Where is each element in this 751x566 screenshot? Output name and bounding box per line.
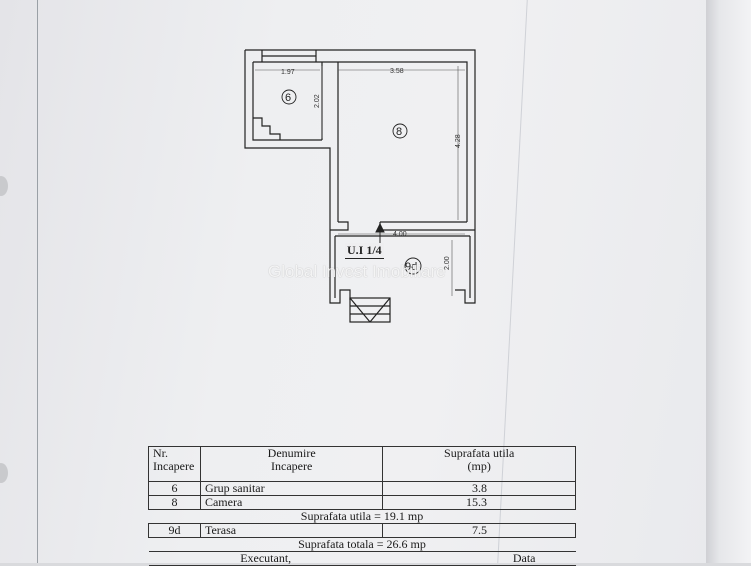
terrace-wall-right (455, 230, 476, 304)
dim-room6-width: 1.97 (281, 69, 295, 76)
row-name: Camera (199, 495, 384, 510)
row-area: 7.5 (382, 523, 576, 538)
entry-steps (349, 297, 391, 323)
usable-total-row: Suprafata utila = 19.1 mp (148, 509, 576, 524)
table-row: 9d Terasa 7.5 (148, 523, 576, 538)
dim-room6-height: 2.02 (314, 94, 321, 108)
inner-wall-room6 (252, 62, 322, 141)
inner-wall-room8 (253, 61, 468, 222)
entry-arrow (375, 222, 385, 244)
room-area-table: Nr. Incapere Denumire Incapere Suprafata… (148, 446, 576, 566)
header-nr: Nr. Incapere (148, 446, 201, 482)
room-6-number: 6 (285, 92, 291, 104)
room-8-number: 8 (396, 126, 402, 138)
table-row: 6 Grup sanitar 3.8 (148, 481, 576, 496)
row-name: Grup sanitar (199, 481, 384, 496)
table-header-row: Nr. Incapere Denumire Incapere Suprafata… (148, 446, 576, 482)
wall-door-left (330, 221, 349, 231)
date-label: Data (382, 551, 576, 566)
usable-total: Suprafata utila = 19.1 mp (148, 509, 576, 524)
grand-total-row: Suprafata totala = 26.6 mp (148, 537, 576, 552)
dim-terrace-width: 4.00 (393, 231, 407, 238)
row-area: 15.3 (382, 495, 576, 510)
watermark: Global Invest Imobiliare (268, 262, 446, 281)
outer-wall-top-right (245, 49, 476, 230)
dim-room8-width: 3.58 (390, 68, 404, 75)
dim-terrace-height: 2.00 (444, 256, 451, 270)
header-area: Suprafata utila (mp) (382, 446, 576, 482)
terrace-wall-left (329, 230, 351, 304)
next-page-edge (706, 0, 751, 563)
row-name: Terasa (199, 523, 384, 538)
row-nr: 6 (148, 481, 201, 496)
terrace-number: 9d (405, 261, 417, 273)
unit-label: U.I 1/4 (345, 243, 384, 259)
header-name: Denumire Incapere (199, 446, 384, 482)
row-nr: 9d (148, 523, 201, 538)
outer-wall-left (244, 50, 331, 230)
punch-hole-bottom (0, 463, 8, 483)
margin-line (37, 0, 38, 563)
row-nr: 8 (148, 495, 201, 510)
dim-room8-height: 4.28 (455, 134, 462, 148)
grand-total: Suprafata totala = 26.6 mp (148, 537, 576, 552)
row-area: 3.8 (382, 481, 576, 496)
punch-hole-top (0, 176, 8, 196)
executant-label: Executant, (148, 551, 383, 566)
table-row: 8 Camera 15.3 (148, 495, 576, 510)
signature-row: Executant, Data (148, 551, 576, 566)
shower-steps (253, 117, 281, 140)
